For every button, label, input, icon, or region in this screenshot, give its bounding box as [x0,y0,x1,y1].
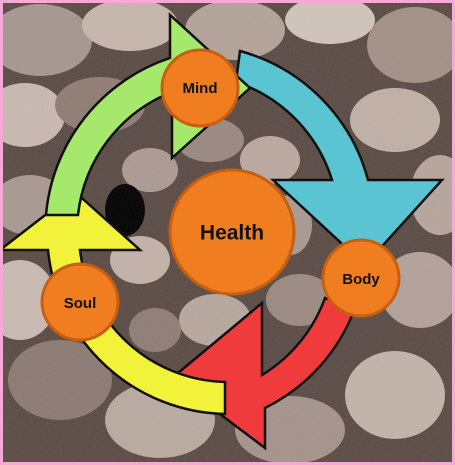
node-soul: Soul [40,262,120,342]
node-mind-label: Mind [183,80,218,97]
node-body: Body [321,238,401,318]
node-body-label: Body [342,271,380,288]
arrow-mind-to-body [234,49,445,267]
node-mind: Mind [160,48,240,128]
node-soul-label: Soul [64,295,97,312]
center-node-health: Health [168,168,296,296]
center-label: Health [200,222,264,245]
arrow-soul-to-mind-yellow [0,190,227,416]
